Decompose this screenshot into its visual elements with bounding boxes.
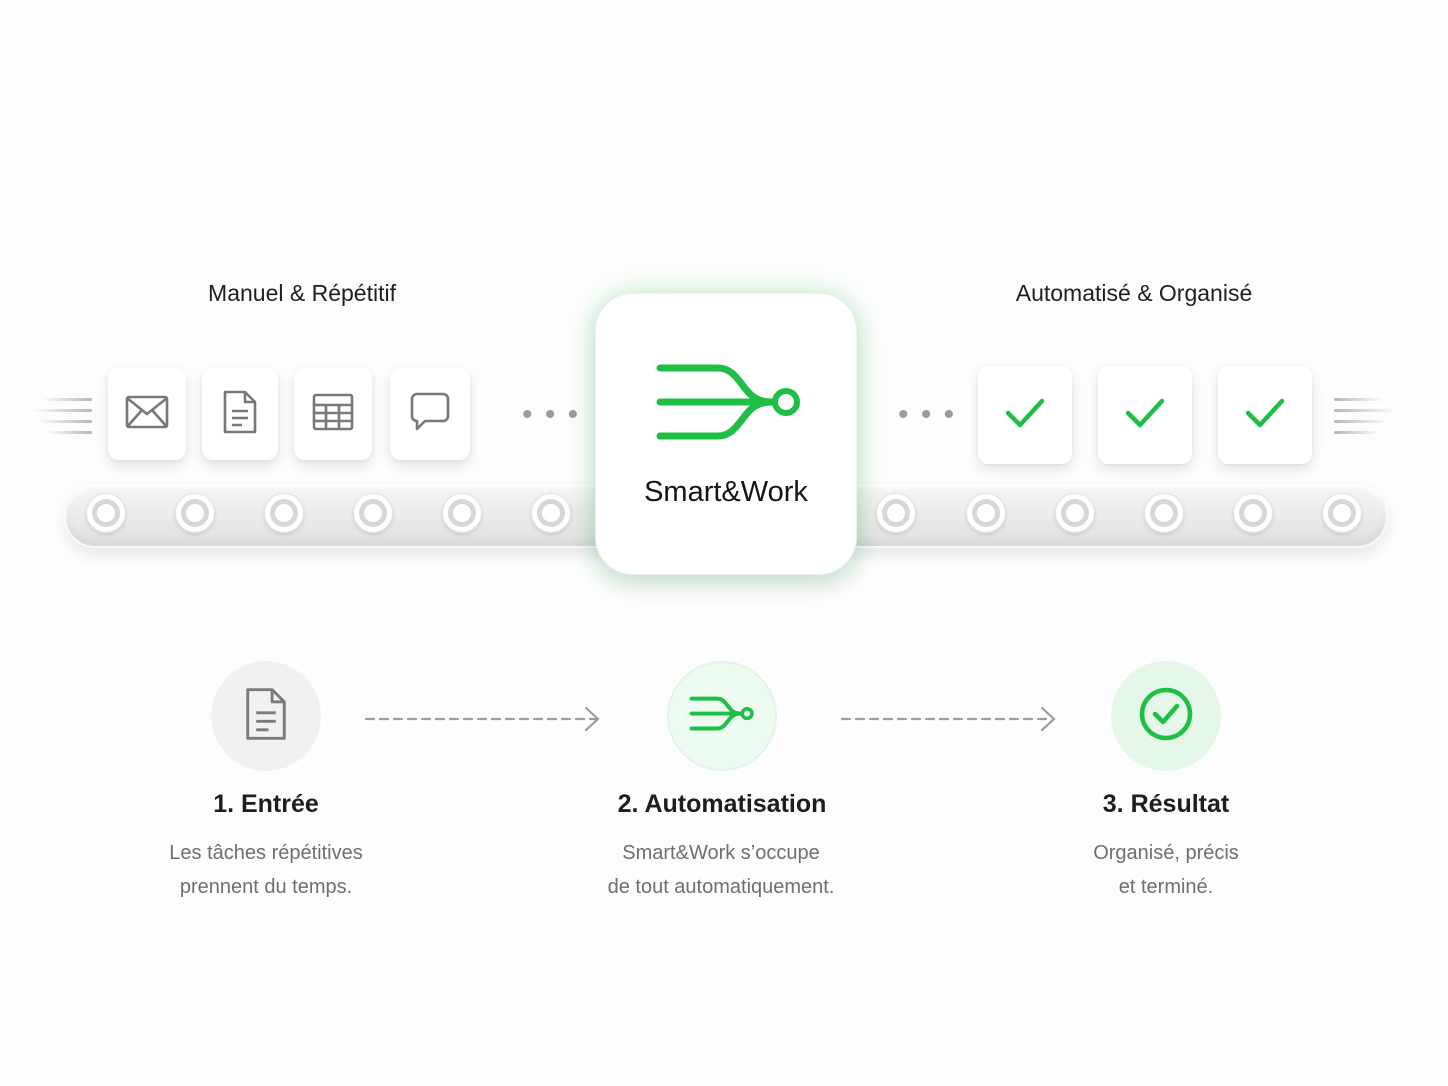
speed-lines-left-icon — [32, 396, 92, 436]
belt-roller — [442, 493, 482, 533]
belt-roller — [1233, 493, 1273, 533]
belt-roller — [966, 493, 1006, 533]
smartwork-logo-icon — [689, 694, 755, 739]
flow-arrow-2 — [840, 704, 1060, 739]
belt-roller — [1322, 493, 1362, 533]
spreadsheet-icon — [312, 393, 354, 436]
step-1-desc-line-2: prennent du temps. — [179, 876, 353, 898]
flow-arrow-1 — [364, 704, 604, 739]
step-1-desc-line-1: Les tâches répétitives — [169, 842, 363, 864]
hub-brand-name: Smart&Work — [644, 476, 808, 508]
input-item-email — [108, 368, 186, 460]
envelope-icon — [125, 395, 169, 434]
step-3-desc-line-2: et terminé. — [1118, 876, 1214, 898]
document-icon — [222, 389, 258, 440]
belt-roller — [1144, 493, 1184, 533]
chat-bubble-icon — [409, 391, 451, 438]
belt-roller — [353, 493, 393, 533]
output-item-done — [1098, 366, 1192, 464]
step-2-description: Smart&Work s’occupe de tout automatiquem… — [608, 836, 835, 904]
conveyor-belt-right — [832, 482, 1388, 548]
smartwork-hub-card: Smart&Work — [595, 293, 857, 575]
ellipsis-right: • • • — [898, 398, 957, 431]
step-1-title: 1. Entrée — [213, 790, 319, 818]
step-1-circle — [211, 661, 321, 771]
step-3-desc-line-1: Organisé, précis — [1093, 842, 1239, 864]
checkmark-icon — [1004, 397, 1046, 434]
check-circle-icon — [1138, 686, 1194, 747]
step-2-circle — [667, 661, 777, 771]
input-item-chat — [390, 368, 470, 460]
belt-roller — [876, 493, 916, 533]
manual-section-label: Manuel & Répétitif — [208, 280, 396, 306]
output-item-done — [978, 366, 1072, 464]
smartwork-logo-icon — [654, 360, 804, 451]
step-3-circle — [1111, 661, 1221, 771]
belt-roller — [531, 493, 571, 533]
checkmark-icon — [1244, 397, 1286, 434]
step-3-description: Organisé, précis et terminé. — [1093, 836, 1239, 904]
checkmark-icon — [1124, 397, 1166, 434]
belt-roller — [1055, 493, 1095, 533]
step-2-desc-line-1: Smart&Work s’occupe — [622, 842, 820, 864]
automated-section-label: Automatisé & Organisé — [1015, 280, 1253, 306]
input-item-spreadsheet — [294, 368, 372, 460]
speed-lines-right-icon — [1334, 396, 1396, 436]
ellipsis-left: • • • — [522, 398, 581, 431]
step-1-description: Les tâches répétitives prennent du temps… — [169, 836, 362, 904]
output-item-done — [1218, 366, 1312, 464]
document-icon — [244, 686, 288, 747]
belt-roller — [175, 493, 215, 533]
step-2-desc-line-2: de tout automatiquement. — [607, 876, 835, 898]
step-2-title: 2. Automatisation — [617, 790, 827, 818]
step-3-title: 3. Résultat — [1102, 790, 1230, 818]
input-item-document — [202, 368, 278, 460]
belt-roller — [264, 493, 304, 533]
belt-roller — [86, 493, 126, 533]
conveyor-belt-left — [64, 482, 624, 548]
